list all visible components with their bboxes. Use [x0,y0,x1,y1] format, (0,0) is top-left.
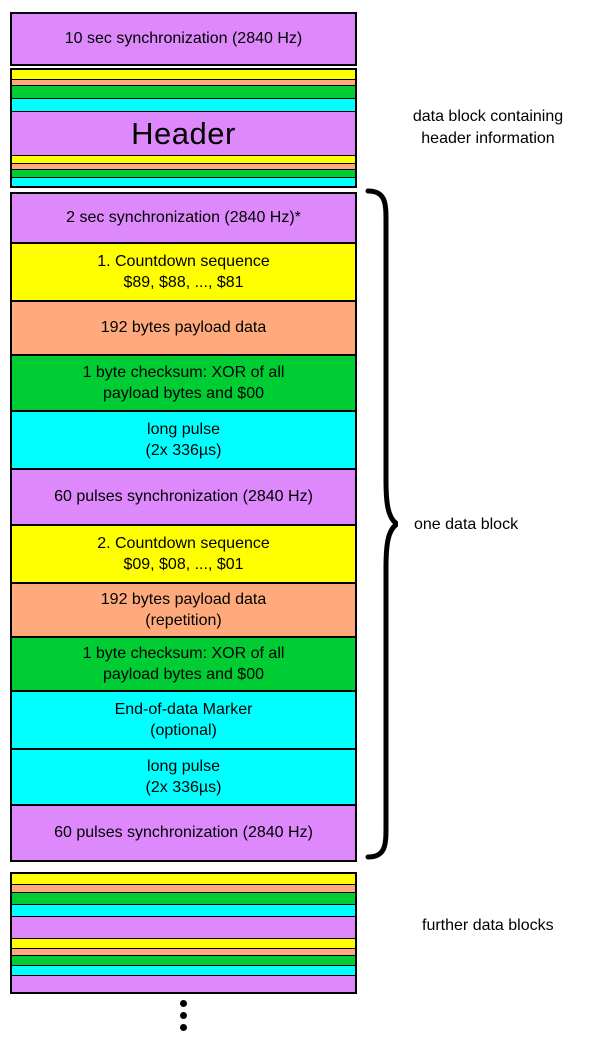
stripe [12,164,355,170]
block-long-pulse-2: long pulse (2x 336µs) [12,750,355,806]
stripe [12,917,355,939]
block-60pulse-sync-1: 60 pulses synchronization (2840 Hz) [12,470,355,526]
stripe [12,86,355,99]
stripe [12,939,355,949]
block-10sec-sync: 10 sec synchronization (2840 Hz) [12,14,355,64]
block-payload-2: 192 bytes payload data (repetition) [12,584,355,638]
dot [180,1024,187,1031]
dot [180,1000,187,1007]
continuation-ellipsis [180,1000,187,1031]
stripe [12,178,355,186]
stripe [12,949,355,956]
stripe [12,885,355,893]
segment-header-block: Header [10,68,357,188]
header-annotation: data block containing header information [412,108,564,147]
stripe [12,976,355,992]
stripe [12,170,355,178]
stripe [12,156,355,164]
block-payload-1: 192 bytes payload data [12,302,355,356]
block-countdown-2: 2. Countdown sequence $09, $08, ..., $01 [12,526,355,584]
stripe [12,80,355,86]
one-data-block-brace [365,188,398,860]
stripe [12,956,355,966]
stripe [12,99,355,112]
stripe [12,966,355,976]
block-long-pulse-1: long pulse (2x 336µs) [12,412,355,470]
further-blocks-label: further data blocks [422,917,554,934]
block-2sec-sync: 2 sec synchronization (2840 Hz)* [12,194,355,244]
stripe [12,70,355,80]
block-checksum-1: 1 byte checksum: XOR of all payload byte… [12,356,355,412]
segment-further-blocks [10,872,357,994]
block-checksum-2: 1 byte checksum: XOR of all payload byte… [12,638,355,692]
segment-one-data-block: 2 sec synchronization (2840 Hz)* 1. Coun… [10,192,357,862]
stripe [12,905,355,917]
stripe [12,874,355,885]
block-60pulse-sync-2: 60 pulses synchronization (2840 Hz) [12,806,355,860]
one-data-block-label: one data block [414,516,519,533]
dot [180,1012,187,1019]
block-countdown-1: 1. Countdown sequence $89, $88, ..., $81 [12,244,355,302]
block-eod-marker: End-of-data Marker (optional) [12,692,355,750]
segment-lead-sync: 10 sec synchronization (2840 Hz) [10,12,357,66]
header-title: Header [12,112,355,156]
stripe [12,893,355,905]
